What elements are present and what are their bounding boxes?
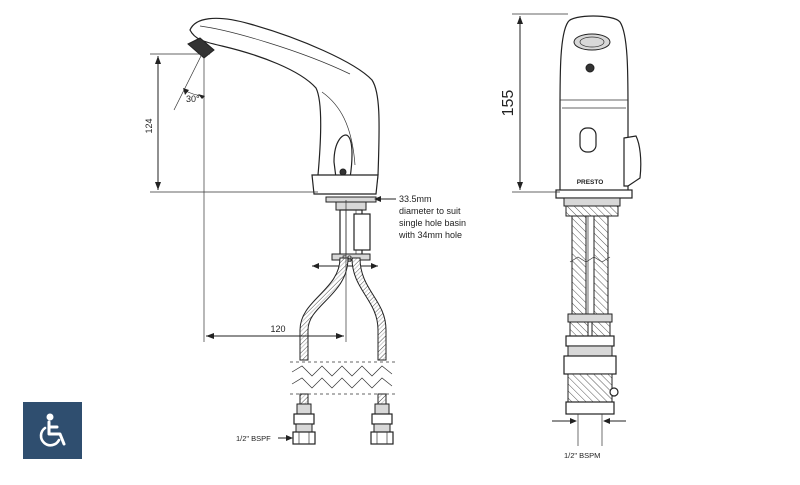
indicator-dot xyxy=(585,63,595,73)
brand-label: PRESTO xyxy=(577,179,604,186)
side-view: 58 1/2" BSPF xyxy=(144,17,469,445)
flex-hose-right xyxy=(351,257,387,361)
side-thread-label: 1/2" BSPF xyxy=(236,434,271,443)
front-body xyxy=(559,15,629,193)
sensor-window xyxy=(579,127,597,153)
fitting-left xyxy=(292,403,316,445)
front-nut xyxy=(565,205,619,217)
wheelchair-accessibility-icon xyxy=(39,413,65,447)
escutcheon xyxy=(325,196,377,203)
lever-screw xyxy=(339,168,347,176)
aerator xyxy=(187,37,215,59)
height-dimension-label: 124 xyxy=(144,118,154,133)
front-lock-nut xyxy=(567,313,613,323)
accessibility-badge xyxy=(23,402,82,459)
front-thread-label: 1/2" BSPM xyxy=(564,451,600,460)
mounting-nut xyxy=(335,201,367,211)
front-valve xyxy=(563,355,617,375)
break-line-top xyxy=(291,365,393,377)
front-view: PRESTO 155 1/2" BSPM xyxy=(500,13,642,460)
front-height-dimension-label: 155 xyxy=(500,90,517,117)
hole-note: 33.5mm diameter to suit single hole basi… xyxy=(398,194,469,240)
reach-dimension-label: 120 xyxy=(270,324,285,334)
spout-highlight xyxy=(199,25,351,75)
flex-hose-left xyxy=(299,257,349,361)
fitting-right xyxy=(370,403,394,445)
front-escutcheon xyxy=(563,197,621,207)
aerator-front xyxy=(573,33,611,51)
base xyxy=(311,174,379,195)
break-line-bottom xyxy=(291,377,393,389)
front-base xyxy=(555,189,633,199)
angle-label: 30° xyxy=(186,94,200,104)
lever-front xyxy=(623,135,642,187)
front-hose-right xyxy=(593,215,609,315)
body-highlight xyxy=(321,91,356,166)
front-hose-left xyxy=(571,215,587,315)
lock-nut xyxy=(331,253,371,261)
fixing-bracket xyxy=(353,213,371,251)
